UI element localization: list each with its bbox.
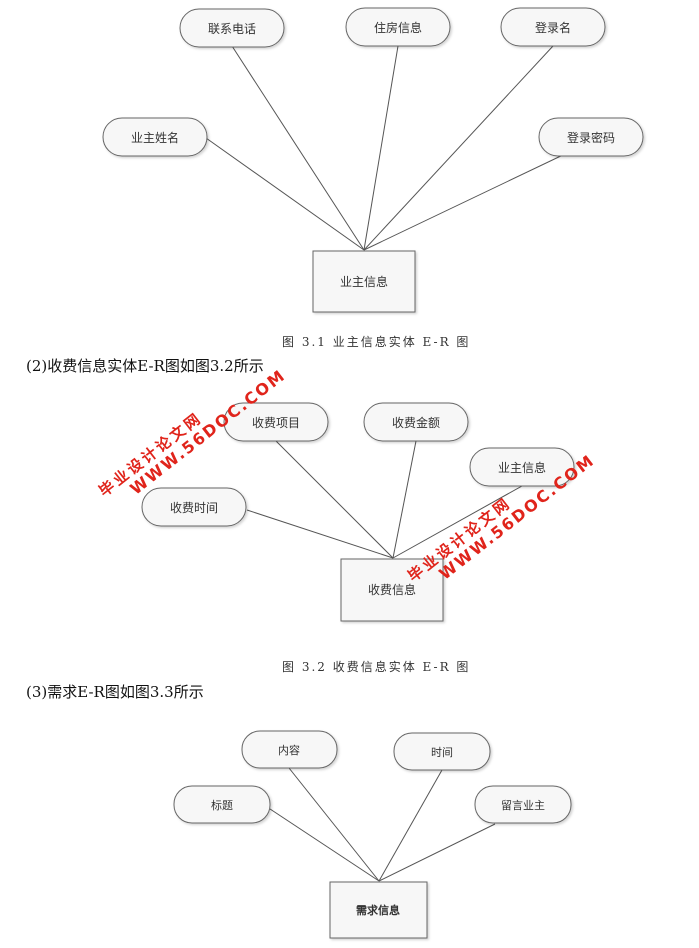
link-login-name: [363, 45, 554, 251]
link-owner-name: [205, 137, 365, 251]
entity-label: 业主信息: [340, 274, 388, 289]
link-title: [263, 804, 380, 882]
attr-label: 收费金额: [392, 415, 440, 430]
link-message-owner: [378, 823, 496, 882]
attr-time: 时间: [393, 732, 491, 771]
attr-login-name: 登录名: [500, 7, 606, 47]
attr-phone: 联系电话: [179, 8, 285, 48]
link-login-password: [363, 153, 566, 251]
entity-demand-info: 需求信息: [329, 881, 428, 939]
attr-content: 内容: [241, 730, 338, 769]
attr-label: 业主姓名: [131, 130, 179, 145]
connector-lines: [205, 45, 566, 251]
entity-fee-info: 收费信息: [340, 558, 444, 622]
attr-label: 住房信息: [374, 20, 422, 35]
entity-owner-info: 业主信息: [312, 250, 416, 313]
attr-label: 登录密码: [567, 130, 615, 145]
connector-lines: [263, 767, 496, 882]
attr-owner-info: 业主信息: [469, 447, 575, 487]
link-time: [378, 769, 443, 882]
entity-label: 收费信息: [368, 582, 416, 597]
link-content: [288, 767, 380, 882]
section-heading-3: (3)需求E-R图如图3.3所示: [26, 683, 204, 701]
entity-label: 需求信息: [356, 903, 400, 917]
link-fee-amount: [392, 440, 417, 559]
attr-housing: 住房信息: [345, 7, 451, 47]
attr-label: 收费项目: [252, 416, 300, 430]
attr-login-password: 登录密码: [538, 117, 644, 157]
link-phone: [231, 45, 365, 251]
attr-fee-item: 收费项目: [223, 402, 329, 442]
diagram-fee-info: 收费项目 收费金额 业主信息 收费时间 收费信息: [141, 402, 575, 622]
attr-label: 标题: [211, 798, 233, 812]
attr-fee-amount: 收费金额: [363, 402, 469, 442]
link-fee-item: [275, 440, 394, 559]
attr-title: 标题: [173, 785, 271, 824]
section-heading-2: (2)收费信息实体E-R图如图3.2所示: [26, 357, 264, 375]
link-housing: [363, 45, 399, 251]
link-fee-time: [246, 509, 394, 559]
attr-label: 时间: [431, 746, 453, 759]
attr-label: 留言业主: [501, 799, 545, 812]
attr-label: 登录名: [535, 20, 571, 35]
attr-fee-time: 收费时间: [141, 487, 247, 527]
figure-caption-3-1: 图 3.1 业主信息实体 E-R 图: [282, 335, 471, 349]
figure-caption-3-2: 图 3.2 收费信息实体 E-R 图: [282, 660, 471, 674]
attr-message-owner: 留言业主: [474, 785, 572, 824]
diagram-demand-info: 内容 时间 标题 留言业主 需求信息: [173, 730, 572, 939]
attr-label: 收费时间: [170, 501, 218, 515]
diagram-owner-info: 联系电话 住房信息 登录名 业主姓名 登录密码 业主信息: [102, 7, 644, 313]
link-owner-info: [392, 485, 523, 559]
attr-label: 联系电话: [208, 22, 256, 36]
attr-label: 业主信息: [498, 460, 546, 475]
attr-label: 内容: [278, 743, 300, 757]
connector-lines: [246, 440, 523, 559]
attr-owner-name: 业主姓名: [102, 117, 208, 157]
